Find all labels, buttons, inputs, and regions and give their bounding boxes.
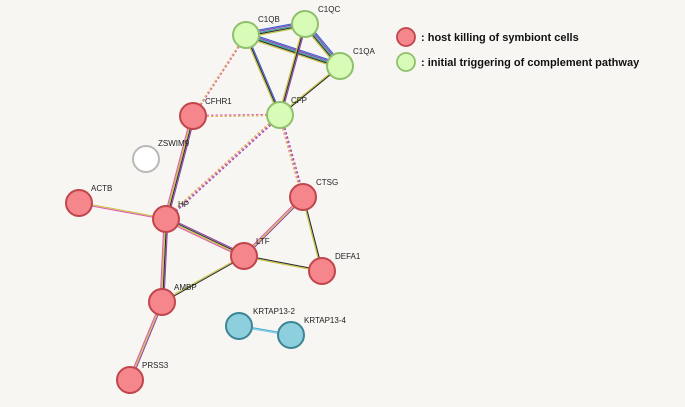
node-label-ambp: AMBP [174, 283, 197, 292]
node-c1qc[interactable]: C1QC [291, 5, 340, 38]
edge-evidence-line [279, 23, 306, 116]
legend: : host killing of symbiont cells : initia… [396, 27, 640, 72]
node-label-cfp: CFP [291, 96, 307, 105]
edge-evidence-line [280, 24, 307, 116]
edge-evidence-line [128, 301, 162, 380]
node-ambp[interactable]: AMBP [148, 283, 197, 316]
edge-ltf-ambp [161, 254, 245, 304]
node-prss3[interactable]: PRSS3 [116, 361, 169, 394]
node-label-c1qc: C1QC [318, 5, 340, 14]
node-label-hp: HP [178, 200, 189, 209]
node-cfp[interactable]: CFP [266, 96, 307, 129]
edge-evidence-line [246, 33, 341, 66]
node-circle-cfhr1[interactable] [179, 102, 207, 130]
node-defa1[interactable]: DEFA1 [308, 252, 361, 285]
node-circle-c1qb[interactable] [232, 21, 260, 49]
node-cfhr1[interactable]: CFHR1 [179, 97, 232, 130]
node-c1qa[interactable]: C1QA [326, 47, 375, 80]
legend-label: : initial triggering of complement pathw… [421, 57, 640, 69]
edge-ambp-prss3 [128, 301, 164, 381]
node-actb[interactable]: ACTB [65, 184, 112, 217]
edge-evidence-line [162, 256, 245, 304]
edge-evidence-line [245, 36, 340, 69]
edge-evidence-line [279, 114, 304, 198]
node-circle-defa1[interactable] [308, 257, 336, 285]
node-zswim9[interactable]: ZSWIM9 [132, 139, 190, 173]
edge-evidence-line [164, 113, 280, 219]
edge-evidence-line [280, 114, 305, 197]
edge-evidence-line [244, 35, 280, 116]
edge-evidence-line [278, 115, 303, 198]
edge-evidence-line [245, 34, 341, 67]
edge-evidence-line [192, 113, 280, 116]
node-circle-hp[interactable] [152, 205, 180, 233]
node-label-krtap13-4: KRTAP13-4 [304, 316, 346, 325]
legend-label: : host killing of symbiont cells [421, 32, 579, 44]
edge-evidence-line [166, 115, 282, 221]
edge-evidence-line [167, 116, 196, 220]
edge-evidence-line [245, 34, 281, 116]
edge-evidence-line [164, 220, 244, 259]
node-circle-actb[interactable] [65, 189, 93, 217]
edge-evidence-line [163, 115, 192, 219]
node-label-krtap13-2: KRTAP13-2 [253, 307, 295, 316]
edge-actb-hp [78, 201, 167, 221]
edge-evidence-line [164, 115, 193, 219]
edge-c1qb-cfp [244, 34, 282, 116]
node-label-cfhr1: CFHR1 [205, 97, 232, 106]
node-circle-ctsg[interactable] [289, 183, 317, 211]
node-label-ctsg: CTSG [316, 178, 338, 187]
edge-evidence-line [245, 35, 340, 68]
node-circle-c1qa[interactable] [326, 52, 354, 80]
edge-evidence-line [165, 219, 244, 258]
legend-swatch [396, 27, 416, 47]
node-circle-prss3[interactable] [116, 366, 144, 394]
edge-evidence-line [246, 34, 282, 115]
legend-item-complement: : initial triggering of complement pathw… [396, 52, 640, 72]
edge-cfp-hp [164, 113, 282, 221]
edge-evidence-line [78, 203, 166, 221]
node-label-actb: ACTB [91, 184, 112, 193]
edge-cfp-ctsg [278, 114, 305, 198]
legend-swatch [396, 52, 416, 72]
edge-evidence-line [130, 302, 164, 381]
node-circle-ambp[interactable] [148, 288, 176, 316]
node-ctsg[interactable]: CTSG [289, 178, 338, 211]
edge-evidence-line [165, 114, 281, 220]
node-label-c1qa: C1QA [353, 47, 375, 56]
edge-c1qc-cfp [278, 23, 307, 116]
edge-evidence-line [166, 116, 195, 220]
node-krtap13-4[interactable]: KRTAP13-4 [277, 316, 346, 349]
node-krtap13-2[interactable]: KRTAP13-2 [225, 307, 295, 340]
node-circle-zswim9[interactable] [132, 145, 160, 173]
edge-evidence-line [246, 32, 341, 65]
edge-evidence-line [79, 201, 167, 219]
edge-evidence-line [193, 115, 281, 118]
edge-evidence-line [278, 23, 305, 115]
edge-evidence-line [129, 301, 163, 381]
node-label-prss3: PRSS3 [142, 361, 169, 370]
edge-evidence-line [161, 254, 244, 302]
node-ltf[interactable]: LTF [230, 237, 270, 270]
node-c1qb[interactable]: C1QB [232, 15, 280, 49]
node-circle-cfp[interactable] [266, 101, 294, 129]
edge-c1qb-c1qa [245, 32, 341, 69]
node-label-zswim9: ZSWIM9 [158, 139, 190, 148]
node-circle-krtap13-4[interactable] [277, 321, 305, 349]
node-hp[interactable]: HP [152, 200, 189, 233]
edge-cfhr1-hp [163, 115, 196, 220]
node-circle-ltf[interactable] [230, 242, 258, 270]
edge-evidence-line [166, 216, 246, 255]
edge-evidence-line [166, 217, 245, 256]
node-label-ltf: LTF [256, 237, 270, 246]
node-label-c1qb: C1QB [258, 15, 280, 24]
edge-cfhr1-cfp [192, 113, 281, 118]
edge-hp-ltf [164, 216, 246, 259]
node-label-defa1: DEFA1 [335, 252, 361, 261]
legend-item-host: : host killing of symbiont cells [396, 27, 579, 47]
node-circle-krtap13-2[interactable] [225, 312, 253, 340]
node-circle-c1qc[interactable] [291, 10, 319, 38]
